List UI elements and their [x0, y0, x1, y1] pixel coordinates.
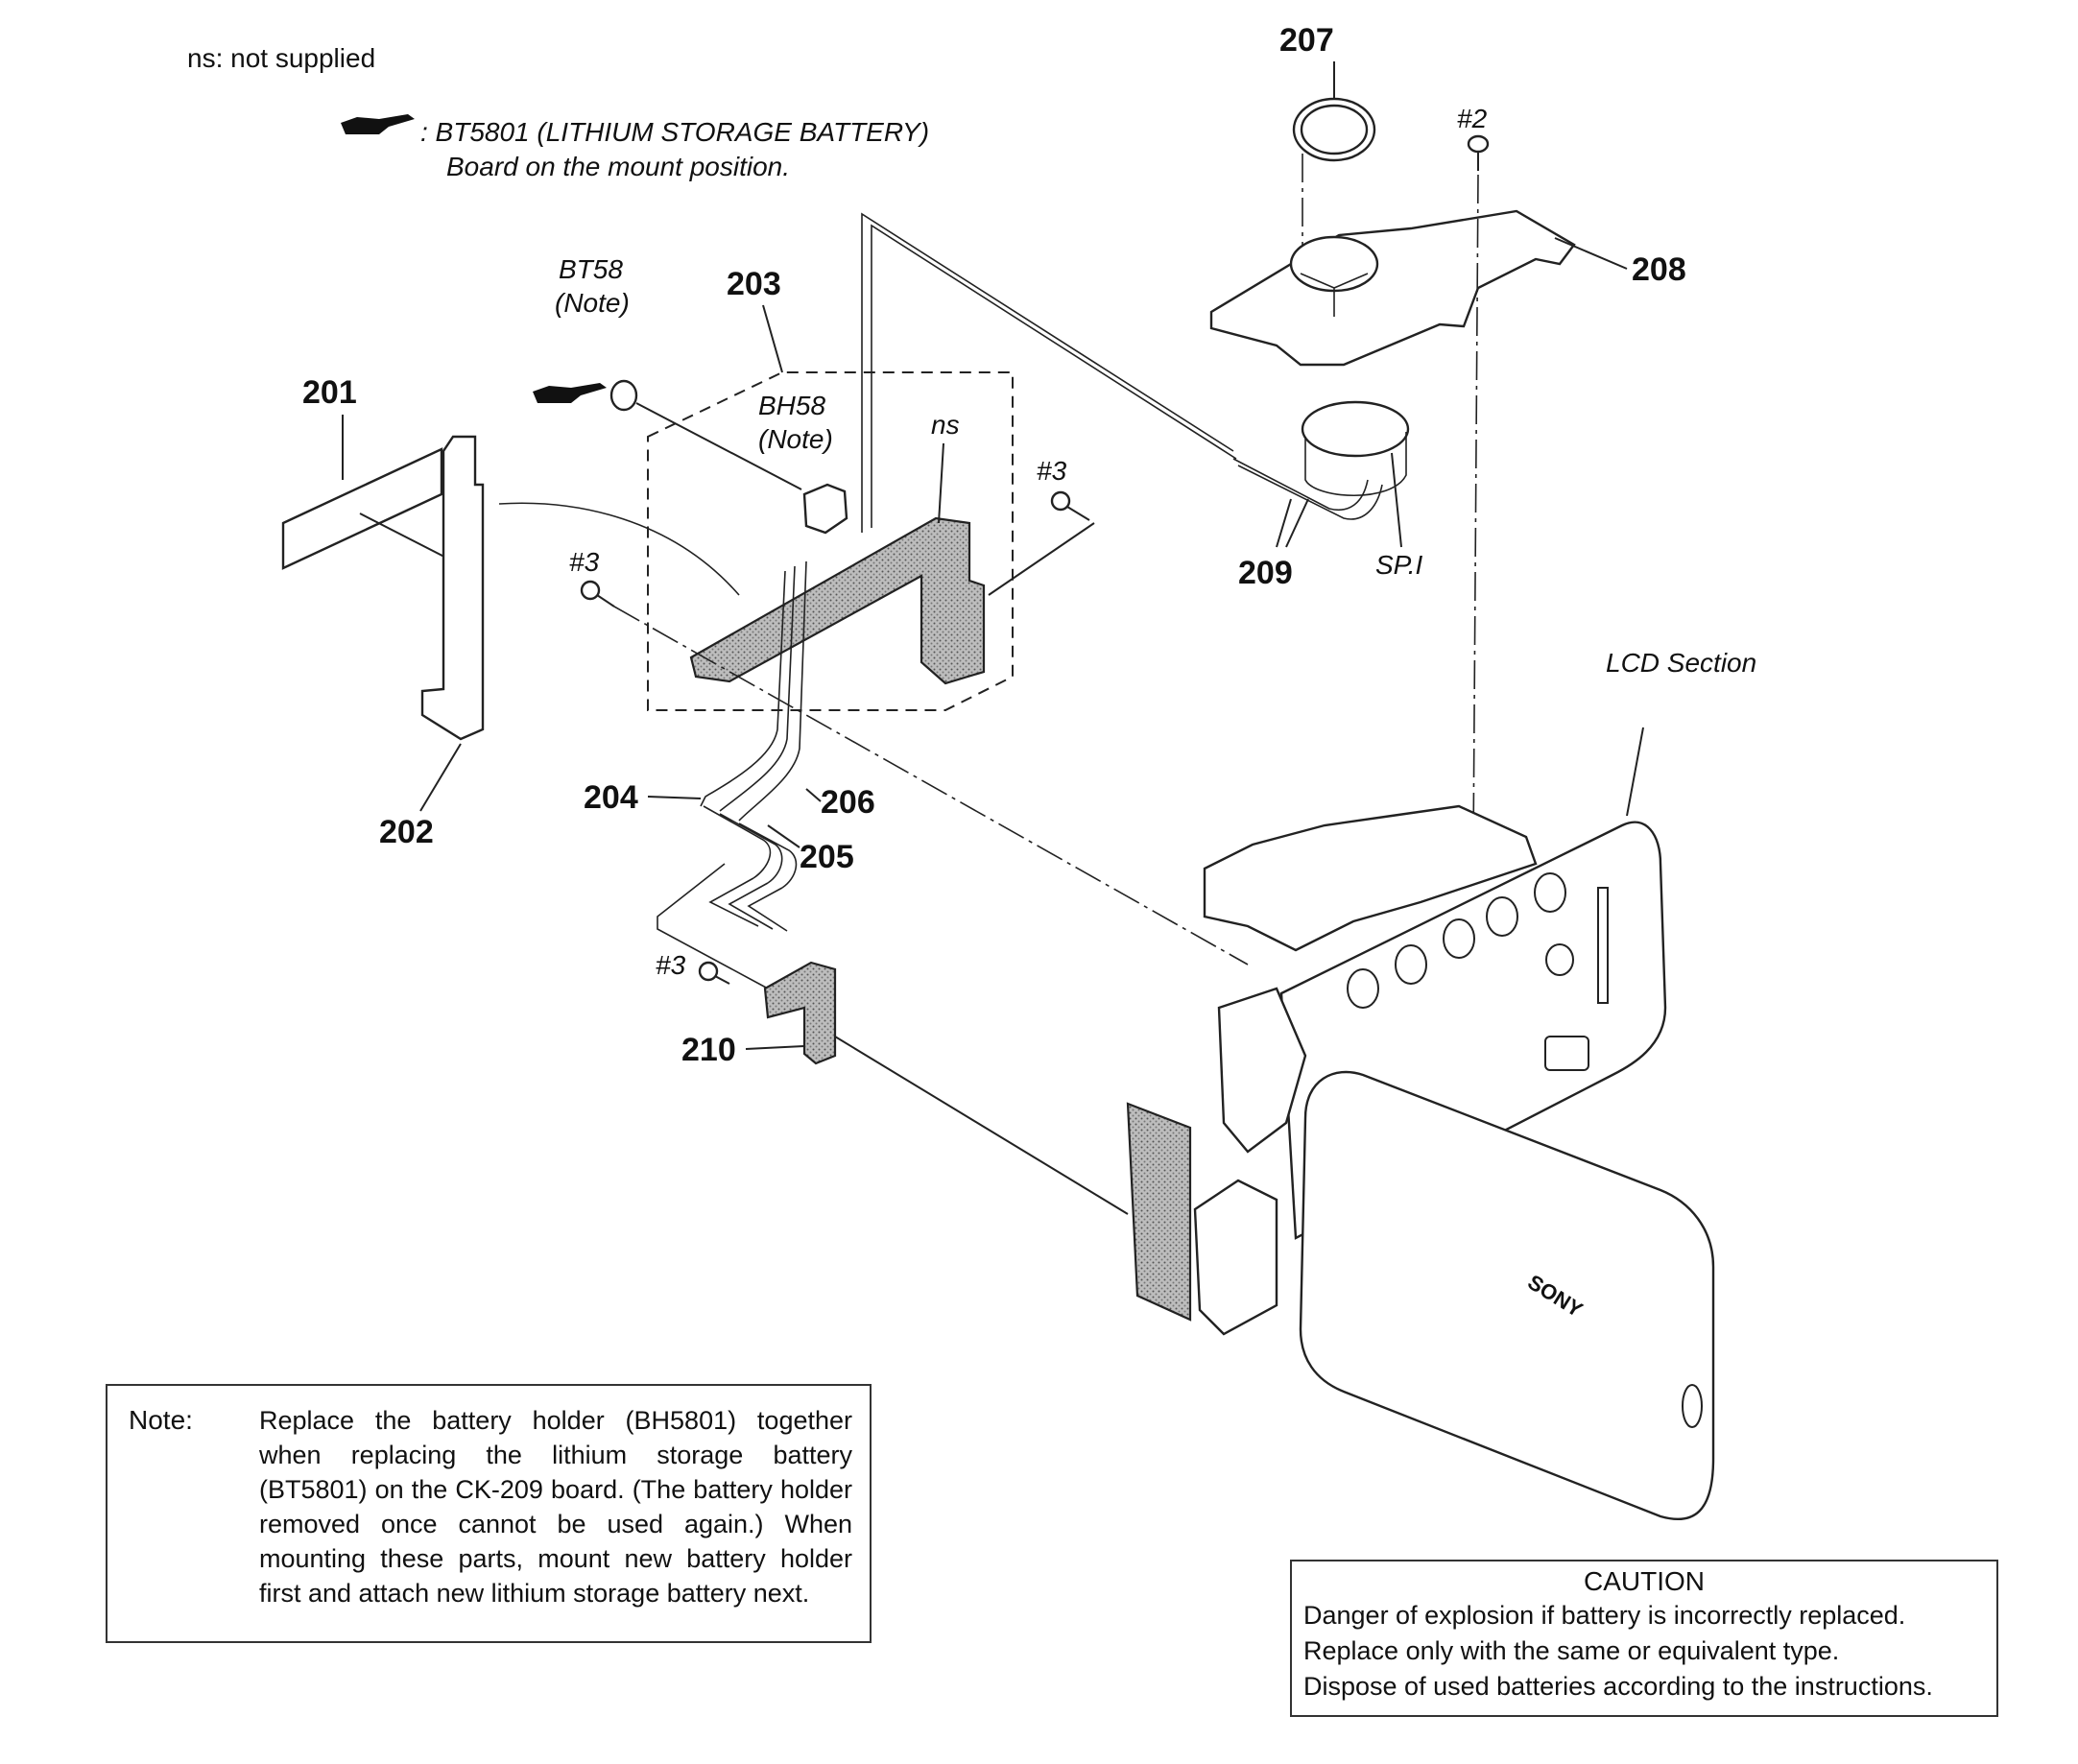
callout-210: 210	[681, 1032, 736, 1068]
battery-legend-line1: : BT5801 (LITHIUM STORAGE BATTERY)	[420, 117, 929, 147]
battery-legend-line2: Board on the mount position.	[446, 152, 790, 181]
bh58-battery-holder	[802, 483, 848, 535]
sp1-label: SP.I	[1375, 550, 1423, 580]
bh58-note-label: (Note)	[758, 424, 833, 454]
callout-205: 205	[800, 839, 854, 875]
part-203-outline	[647, 371, 1014, 711]
speaker-wire-2	[871, 224, 1237, 528]
note-text: Replace the battery holder (BH5801) toge…	[259, 1406, 852, 1608]
screw-3-lower	[698, 961, 730, 985]
lcd-section-assembly	[1126, 804, 1715, 1521]
part-209-speaker	[1232, 400, 1410, 548]
note-label: Note:	[129, 1405, 193, 1435]
part-210-board	[763, 961, 1129, 1215]
ns-legend-text: ns: not supplied	[187, 43, 375, 73]
callout-206: 206	[821, 784, 875, 821]
caution-line-1: Danger of explosion if battery is incorr…	[1303, 1601, 1906, 1630]
screw-3-label-c: #3	[656, 950, 686, 980]
speaker-wire	[861, 212, 1234, 533]
callout-203: 203	[727, 266, 781, 302]
callout-207: 207	[1279, 22, 1334, 59]
part-208-bracket	[1209, 209, 1628, 367]
caution-box: CAUTION Danger of explosion if battery i…	[1290, 1560, 1998, 1717]
callout-204: 204	[584, 779, 638, 816]
screw-3-left	[580, 580, 1249, 965]
ns-label: ns	[931, 410, 960, 440]
screw-3-label-b: #3	[569, 547, 600, 577]
pointing-hand-icon	[533, 383, 607, 403]
screw-2	[1467, 134, 1490, 850]
pointing-hand-icon	[341, 114, 415, 134]
screw-3-label-a: #3	[1037, 456, 1067, 486]
caution-line-3: Dispose of used batteries according to t…	[1303, 1672, 1933, 1701]
part-203-board	[689, 516, 986, 685]
part-201-sheet	[281, 415, 479, 575]
bt58-label: BT58	[559, 254, 623, 284]
screw-2-label: #2	[1457, 104, 1488, 133]
screw-3-upper-right	[988, 490, 1095, 596]
note-box: Note: Replace the battery holder (BH5801…	[106, 1384, 872, 1643]
bh58-label: BH58	[758, 391, 825, 420]
part-207-ring	[1292, 61, 1376, 274]
callout-202: 202	[379, 814, 434, 850]
caution-line-2: Replace only with the same or equivalent…	[1303, 1636, 1840, 1665]
caution-title: CAUTION	[1584, 1566, 1705, 1596]
callout-209: 209	[1238, 555, 1293, 591]
lcd-section-label: LCD Section	[1606, 648, 1756, 678]
bt58-note-label: (Note)	[555, 288, 630, 318]
part-202-flex-cable	[419, 435, 740, 812]
bt58-battery	[609, 379, 802, 490]
cables-204-205-206	[657, 560, 807, 989]
callout-201: 201	[302, 374, 357, 411]
callout-208: 208	[1632, 251, 1686, 288]
